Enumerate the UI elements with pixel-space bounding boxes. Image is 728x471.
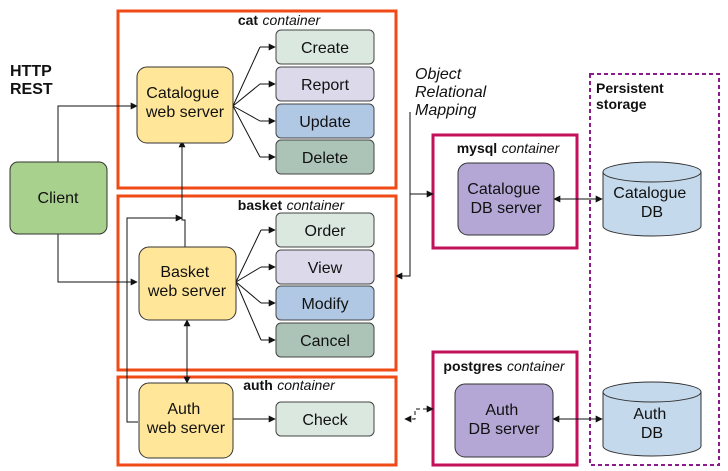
http-label: HTTP	[10, 63, 52, 80]
catalogue-db-server-line-1: Catalogue	[467, 181, 540, 198]
catalogue-web-server-label: Catalogue web server	[145, 85, 225, 121]
op-create	[275, 29, 375, 65]
client-box	[9, 161, 108, 235]
persistent-storage-line-1: Persistent	[596, 80, 664, 96]
basket-container	[116, 194, 398, 372]
orm-label-line-2: Relational	[415, 84, 487, 101]
basket-container-caption: basket container	[238, 197, 346, 214]
mysql-container-caption: mysql container	[457, 140, 561, 157]
basket-web-server-line-1: Basket	[160, 264, 209, 281]
op-delete	[275, 139, 375, 175]
auth-db-server	[454, 383, 554, 458]
auth-container-caption: auth container	[243, 377, 336, 394]
client-label: Client	[38, 190, 79, 207]
op-report	[275, 66, 375, 102]
auth-web-server-label: Auth web server	[146, 401, 226, 437]
op-modify-label: Modify	[301, 296, 348, 313]
op-view	[275, 249, 375, 285]
op-delete-label: Delete	[302, 150, 348, 167]
op-check-label: Check	[302, 412, 348, 429]
catalogue-db-line-1: Catalogue	[613, 185, 686, 202]
catalogue-web-server-line-2: web server	[145, 104, 225, 121]
catalogue-web-server	[136, 66, 234, 144]
auth-web-server-line-2: web server	[146, 420, 226, 437]
persistent-storage-label: Persistent storage	[596, 80, 668, 112]
catalogue-db-server-label: Catalogue DB server	[467, 181, 544, 217]
orm-label-line-1: Object	[415, 66, 462, 83]
connectors	[57, 43, 603, 423]
op-update	[275, 103, 375, 139]
op-report-label: Report	[301, 77, 350, 94]
catalogue-db-cylinder	[602, 161, 702, 237]
auth-web-server-line-1: Auth	[167, 401, 200, 418]
basket-web-server-line-2: web server	[147, 283, 227, 300]
auth-db-label: Auth DB	[633, 406, 670, 442]
rest-label: REST	[10, 81, 53, 98]
op-modify	[275, 285, 375, 321]
auth-db-line-2: DB	[641, 425, 663, 442]
catalogue-db-server	[457, 162, 555, 236]
op-order-label: Order	[305, 223, 347, 240]
auth-web-server	[138, 382, 234, 459]
catalogue-web-server-line-1: Catalogue	[146, 85, 219, 102]
basket-web-server-label: Basket web server	[147, 264, 227, 300]
cat-container	[116, 9, 398, 190]
op-update-label: Update	[299, 114, 351, 131]
op-create-label: Create	[301, 40, 349, 57]
catalogue-db-server-line-2: DB server	[470, 200, 542, 217]
basket-web-server	[138, 246, 237, 321]
auth-db-server-label: Auth DB server	[468, 402, 540, 438]
auth-db-line-1: Auth	[633, 406, 666, 423]
persistent-storage-line-2: storage	[596, 96, 647, 112]
persistent-storage-region	[589, 73, 720, 466]
catalogue-db-line-2: DB	[641, 204, 663, 221]
postgres-container-caption: postgres container	[443, 358, 566, 375]
op-check	[275, 401, 375, 437]
auth-container	[116, 375, 398, 467]
op-cancel-label: Cancel	[300, 333, 350, 350]
cat-container-caption: cat container	[238, 12, 322, 29]
catalogue-db-label: Catalogue DB	[613, 185, 690, 221]
op-view-label: View	[308, 260, 343, 277]
orm-label-line-3: Mapping	[415, 102, 476, 119]
orm-label: Object Relational Mapping	[415, 66, 491, 119]
op-cancel	[275, 322, 375, 358]
auth-db-cylinder	[602, 381, 702, 457]
auth-db-server-line-2: DB server	[468, 421, 540, 438]
auth-db-server-line-1: Auth	[485, 402, 518, 419]
op-order	[275, 212, 375, 248]
